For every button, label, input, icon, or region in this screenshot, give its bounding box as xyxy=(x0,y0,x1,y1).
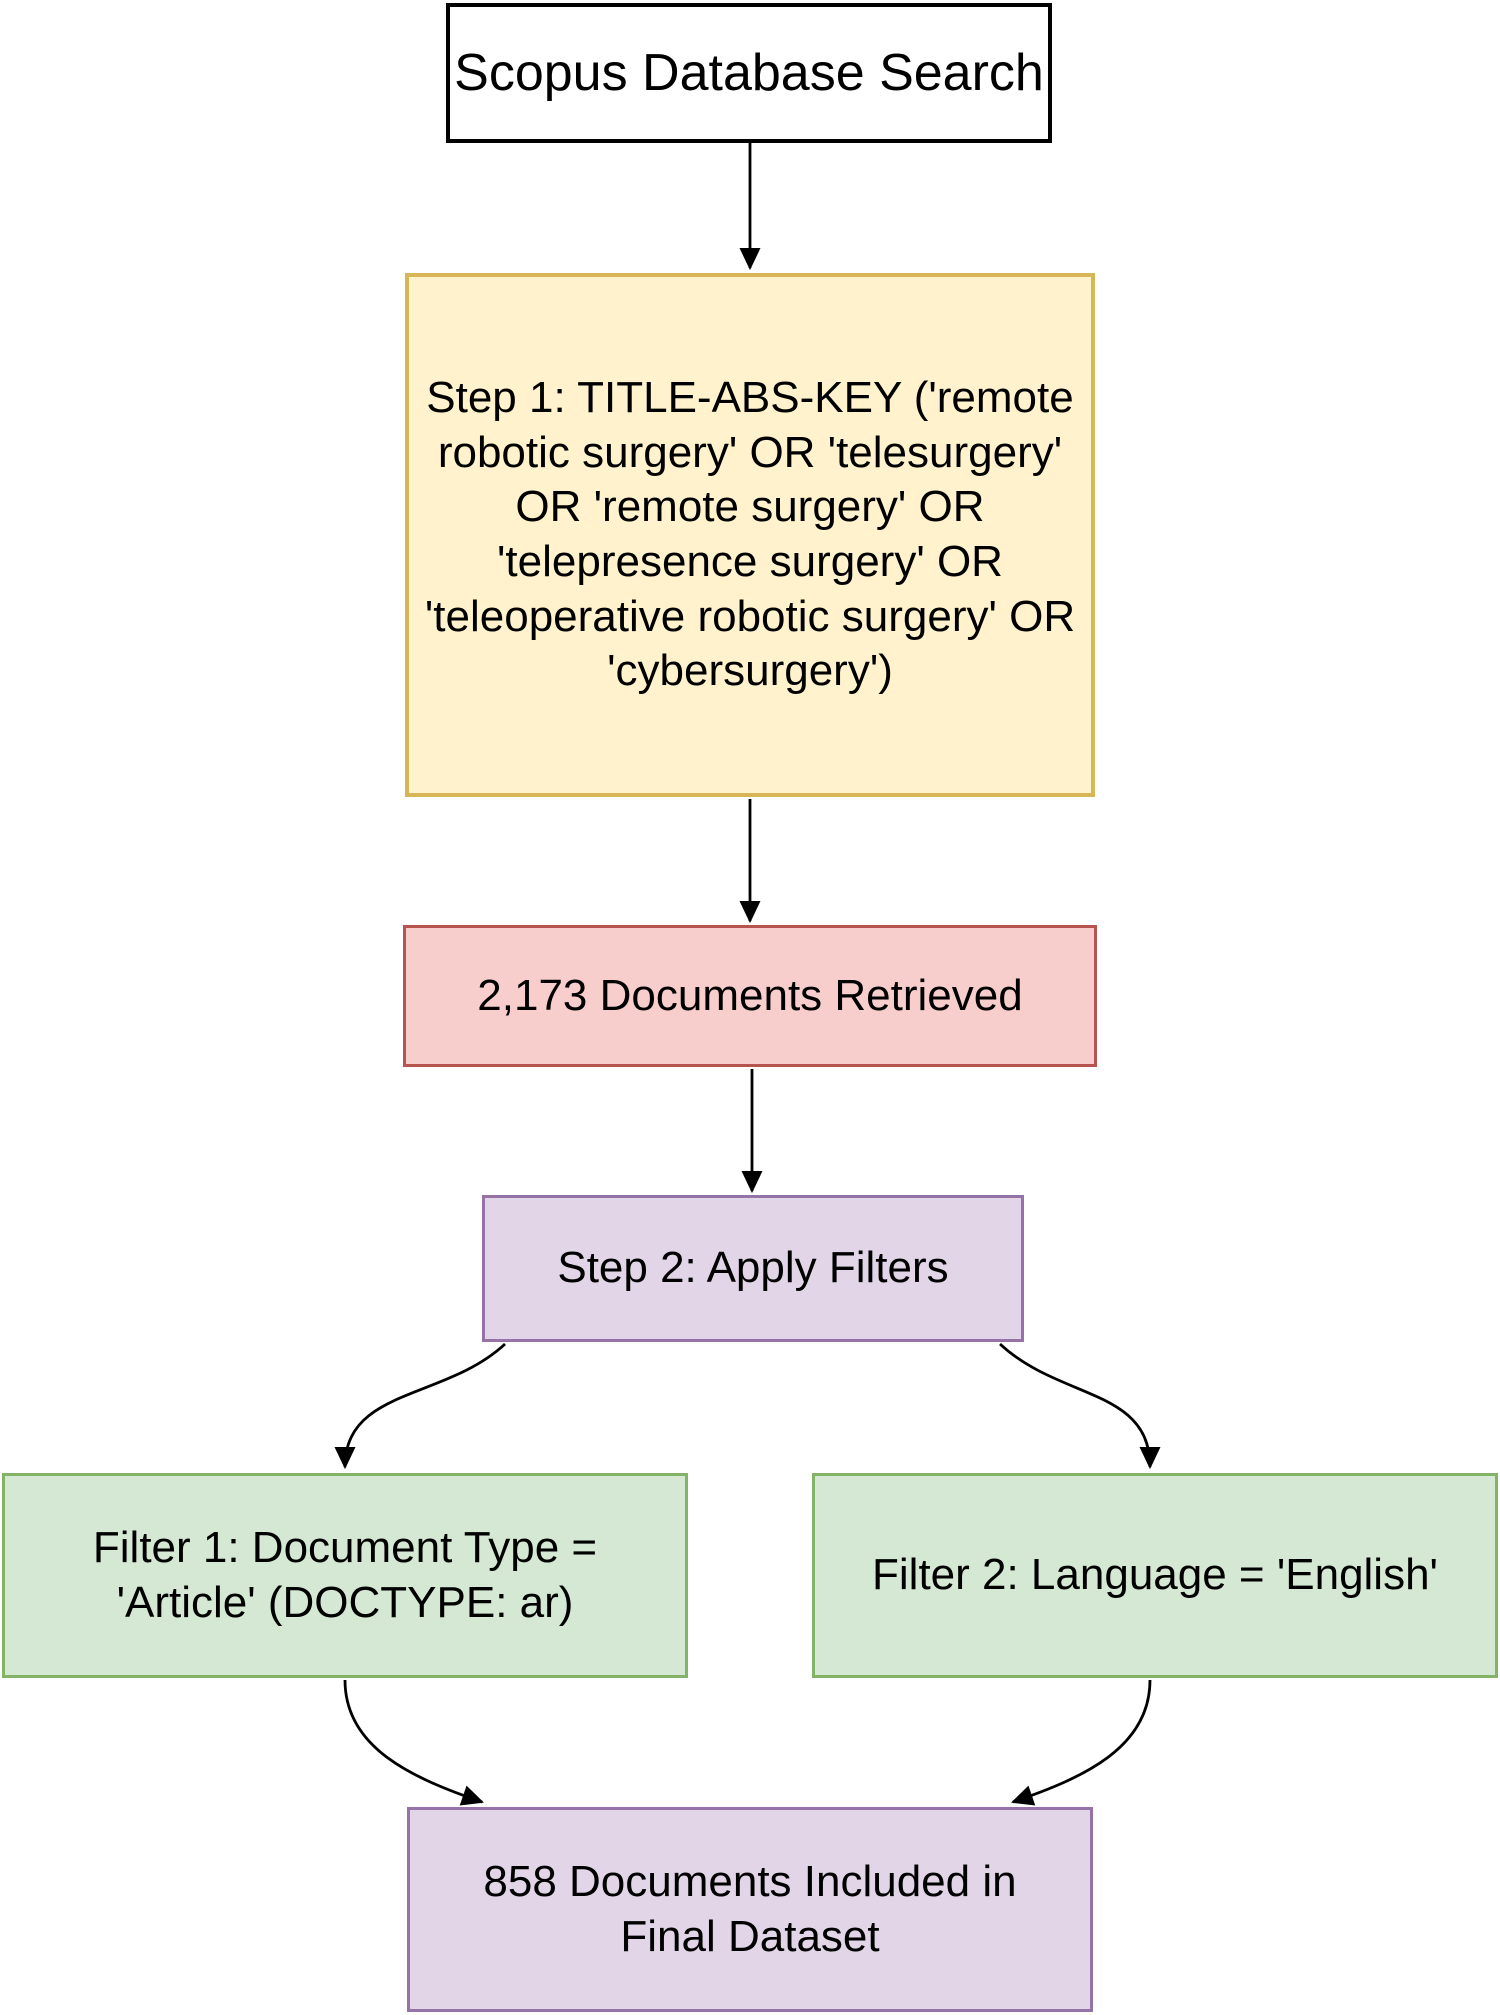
node-scopus-database-search: Scopus Database Search xyxy=(446,3,1052,143)
node-label-line: Step 1: TITLE-ABS-KEY ('remote xyxy=(426,373,1074,423)
node-label: Filter 2: Language = 'English' xyxy=(872,1550,1438,1600)
arrow-step2-to-filter1 xyxy=(334,1342,506,1470)
node-label-line: 858 Documents Included in xyxy=(483,1856,1017,1906)
node-label-line: Filter 1: Document Type = xyxy=(92,1522,598,1572)
arrow-filter2-to-final xyxy=(1011,1679,1152,1806)
node-label-line: robotic surgery' OR 'telesurgery' xyxy=(437,427,1063,477)
node-documents-retrieved: 2,173 Documents Retrieved xyxy=(403,925,1097,1067)
node-label-line: 'Article' (DOCTYPE: ar) xyxy=(116,1577,574,1627)
node-label-line: Final Dataset xyxy=(620,1911,880,1961)
node-label-line: 'telepresence surgery' OR xyxy=(497,537,1003,586)
node-step1-search-query: Step 1: TITLE-ABS-KEY ('remote robotic s… xyxy=(405,273,1095,797)
node-label: 2,173 Documents Retrieved xyxy=(477,970,1023,1020)
arrow-step2-to-filter2 xyxy=(999,1342,1161,1470)
node-step2-apply-filters: Step 2: Apply Filters xyxy=(482,1195,1024,1342)
node-final-dataset: 858 Documents Included in Final Dataset xyxy=(407,1807,1093,2012)
arrow-filter1-to-final xyxy=(343,1679,484,1806)
node-label-line: 'teleoperative robotic surgery' OR xyxy=(424,591,1076,641)
node-label: Step 2: Apply Filters xyxy=(557,1243,949,1293)
node-filter2-language: Filter 2: Language = 'English' xyxy=(812,1473,1498,1678)
node-filter1-document-type: Filter 1: Document Type = 'Article' (DOC… xyxy=(2,1473,688,1678)
node-label: Scopus Database Search xyxy=(454,43,1044,102)
node-label-line: 'cybersurgery') xyxy=(607,646,893,696)
node-label-line: OR 'remote surgery' OR xyxy=(515,482,985,532)
